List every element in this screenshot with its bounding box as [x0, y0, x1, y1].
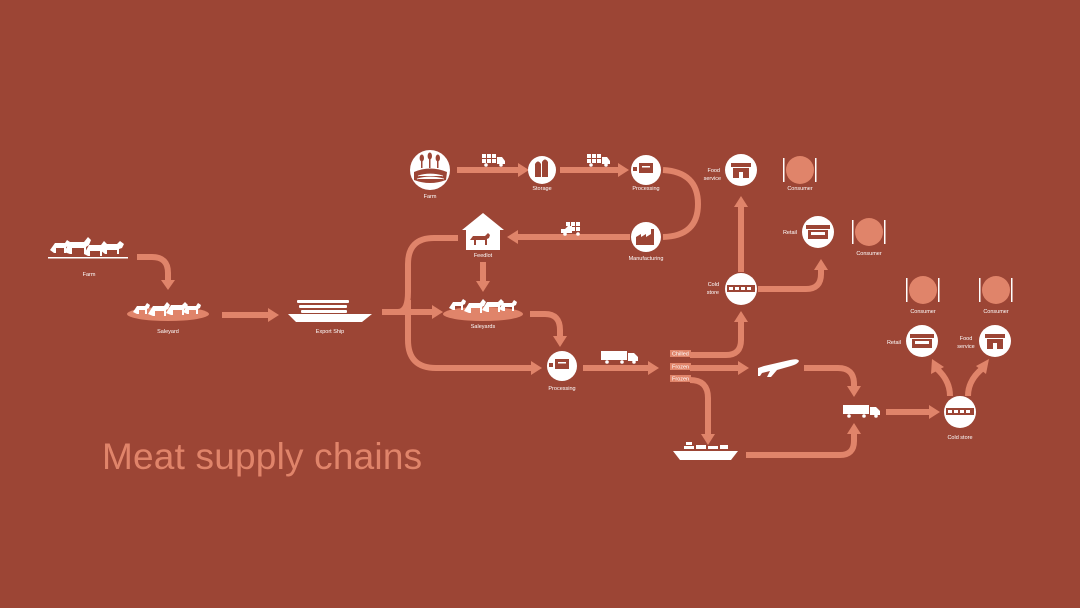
manufacturing: Manufacturing	[629, 222, 664, 262]
storage: Storage	[528, 156, 556, 192]
retail-1-label: Retail	[783, 230, 797, 236]
truck-icon	[482, 154, 505, 167]
frozen-label-2: Frozen	[672, 377, 689, 383]
container-ship-icon	[673, 442, 738, 460]
arrow-frozen-to-ship	[689, 377, 711, 436]
container-ship	[673, 442, 738, 460]
plane	[758, 359, 799, 377]
food-service-1-label-b: service	[704, 176, 721, 182]
arrow-plane-to-truck	[804, 365, 857, 388]
farm-top: Farm	[410, 150, 450, 200]
arrow-coldstore1-to-retail	[758, 268, 824, 292]
truck-export	[601, 351, 638, 364]
export-ship: Export Ship	[288, 300, 372, 335]
silo-icon	[535, 159, 548, 177]
shop-icon	[731, 163, 751, 178]
chilled-label: Chilled	[672, 352, 689, 358]
cold-store-1-label-a: Cold	[708, 282, 719, 288]
truck-final	[843, 405, 880, 418]
field-icon	[414, 152, 447, 183]
consumer-3-label: Consumer	[910, 309, 936, 315]
cold-store-icon	[946, 408, 974, 415]
plane-icon	[758, 359, 799, 377]
processing-top: Processing	[631, 155, 661, 192]
frozen-label-1: Frozen	[672, 365, 689, 371]
truck-icon	[587, 154, 610, 167]
arrow-ship-to-processing-loop	[405, 300, 533, 371]
truck-grain-3	[561, 222, 580, 236]
arrow-coldstore-to-retail	[933, 365, 953, 397]
manufacturing-label: Manufacturing	[629, 256, 664, 262]
saleyards: Saleyards	[443, 299, 523, 330]
storage-label: Storage	[532, 186, 551, 192]
arrow-farm-to-saleyard	[137, 254, 171, 282]
chilled-tag	[670, 350, 691, 357]
food-service-1: Food service	[704, 154, 757, 186]
arrow-coldstore-to-foodservice	[965, 365, 985, 397]
food-service-1-label-a: Food	[707, 168, 720, 174]
retail-2-label: Retail	[887, 340, 901, 346]
farm-top-label: Farm	[424, 194, 437, 200]
cattle-herd-icon	[48, 237, 128, 259]
feedlot-label: Feedlot	[474, 253, 493, 259]
feedlot: Feedlot	[462, 213, 504, 259]
arrow-processing-to-manufacturing	[662, 167, 702, 240]
trailer-icon	[843, 405, 880, 418]
shop-icon	[910, 334, 934, 348]
consumer-2-label: Consumer	[856, 251, 882, 257]
truck-grain-2	[587, 154, 610, 167]
cattle-group-icon	[449, 299, 517, 313]
factory-icon	[633, 163, 653, 173]
cold-store-1: Cold store	[707, 273, 757, 305]
saleyard-label: Saleyard	[157, 329, 179, 335]
truck-grain-1	[482, 154, 505, 167]
shop-icon	[985, 334, 1005, 349]
consumer-2: Consumer	[852, 218, 886, 257]
plate-icon	[783, 156, 817, 184]
farm-left: Farm	[48, 237, 128, 278]
cattle-group-icon	[133, 302, 201, 316]
retail-2: Retail	[887, 325, 938, 357]
cold-store-2: Cold store	[944, 396, 976, 441]
saleyards-label: Saleyards	[471, 324, 496, 330]
cold-store-1-label-b: store	[707, 290, 719, 296]
frozen-tag-1	[670, 363, 691, 370]
plate-icon	[979, 276, 1013, 304]
shop-icon	[806, 225, 830, 239]
flow-arrows	[137, 163, 989, 458]
factory-icon	[549, 359, 569, 369]
ship-icon	[288, 300, 372, 322]
arrow-ship-to-feedlot-loop	[397, 235, 458, 315]
barn-icon	[462, 213, 504, 250]
processing-mid: Processing	[547, 351, 577, 392]
frozen-tag-2	[670, 375, 691, 382]
consumer-1: Consumer	[783, 156, 817, 192]
consumer-1-label: Consumer	[787, 186, 813, 192]
farm-left-label: Farm	[83, 272, 96, 278]
cold-store-icon	[727, 285, 755, 292]
food-service-2-label-a: Food	[960, 336, 973, 342]
factory-icon	[636, 229, 654, 245]
retail-1: Retail	[783, 216, 834, 248]
processing-mid-label: Processing	[548, 386, 575, 392]
consumer-3: Consumer	[906, 276, 940, 315]
export-tags: Chilled Frozen Frozen	[670, 350, 691, 383]
cold-store-2-label: Cold store	[947, 435, 972, 441]
processing-top-label: Processing	[632, 186, 659, 192]
arrow-ship-to-truck	[746, 432, 857, 458]
arrow-chilled-to-coldstore	[690, 321, 744, 358]
plate-icon	[852, 218, 886, 246]
consumer-4: Consumer	[979, 276, 1013, 315]
consumer-4-label: Consumer	[983, 309, 1009, 315]
trailer-icon	[601, 351, 638, 364]
export-ship-label: Export Ship	[316, 329, 344, 335]
food-service-2: Food service	[957, 325, 1011, 357]
food-service-2-label-b: service	[957, 344, 974, 350]
truck-icon	[561, 222, 580, 236]
plate-icon	[906, 276, 940, 304]
arrow-saleyards-to-processing	[530, 311, 563, 338]
page-title: Meat supply chains	[102, 436, 423, 477]
saleyard: Saleyard	[127, 302, 209, 335]
